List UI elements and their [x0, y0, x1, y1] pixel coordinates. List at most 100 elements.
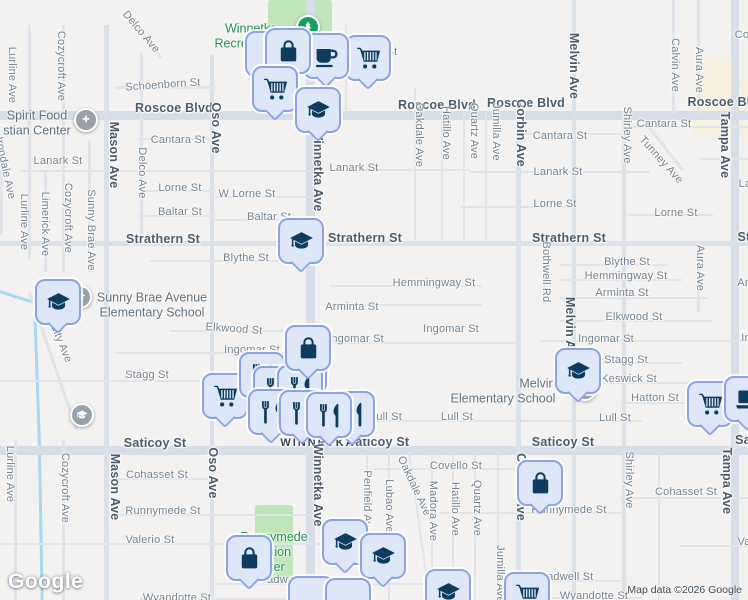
street-label: Saticoy St: [346, 435, 410, 449]
street-label: Aura Ave: [694, 244, 706, 292]
street-label: Schoenborn St: [124, 76, 202, 94]
google-logo[interactable]: Google: [8, 570, 84, 593]
street-label: Stagg St: [604, 354, 648, 366]
street-label: Covello St: [429, 460, 483, 472]
map-attribution: Map data ©2026 Google: [627, 584, 742, 596]
street-label: Delco Ave: [119, 8, 163, 56]
marker-shopping-bag[interactable]: [226, 535, 272, 591]
road: [215, 196, 310, 198]
street-label: Mason Ave: [107, 121, 121, 189]
street-label: Melvin Ave: [563, 296, 577, 364]
marker-generic[interactable]: [325, 578, 371, 600]
street-label: Sunny Brae Ave: [85, 189, 97, 271]
street-label: In: [741, 332, 748, 344]
road: [697, 242, 700, 312]
road: [628, 214, 713, 216]
road: [440, 512, 626, 514]
street-label: Cantara St: [532, 130, 588, 142]
street-label: Hatillo Ave: [449, 482, 461, 536]
street-label: Arminta St: [595, 287, 649, 299]
street-label: Arminta St: [325, 301, 379, 313]
marker-graduation-cap[interactable]: [425, 569, 471, 600]
street-label: Cantara St: [636, 118, 692, 130]
street-label: Cozycroft Ave: [62, 182, 74, 254]
street-label: Hatton St: [631, 392, 679, 404]
road: [0, 111, 748, 120]
road: [330, 169, 470, 171]
street-label: Lurline Ave: [4, 445, 16, 503]
street-label: W Lorne St: [218, 188, 276, 200]
road: [680, 545, 748, 547]
marker-restaurant[interactable]: [306, 392, 352, 448]
marker-shopping-bag[interactable]: [517, 460, 563, 516]
road: [306, 0, 315, 600]
street-label: Ingomar St: [423, 323, 479, 335]
street-label: Lurline Ave: [6, 46, 18, 104]
road: [620, 497, 748, 499]
street-label: Oso Ave: [206, 447, 220, 499]
road: [560, 264, 668, 266]
street-label: Cozycroft Ave: [59, 452, 71, 524]
marker-shopping-cart[interactable]: [504, 572, 550, 600]
marker-graduation-cap[interactable]: [360, 533, 406, 589]
marker-laptop[interactable]: [724, 376, 748, 432]
road: [700, 158, 748, 160]
marker-graduation-cap[interactable]: [35, 279, 81, 335]
street-label: Shirley Ave: [623, 451, 635, 509]
road: [20, 170, 310, 172]
marker-graduation-cap[interactable]: [555, 348, 601, 404]
road: [560, 382, 702, 384]
street-label: Stagg St: [125, 369, 169, 381]
street-label: Lull St: [599, 412, 631, 424]
marker-shopping-cart[interactable]: [252, 66, 298, 122]
road: [414, 88, 416, 242]
road: [330, 420, 642, 422]
place-of-worship-poi-icon[interactable]: [74, 108, 98, 136]
street-label: Jumilla Ave: [494, 545, 506, 600]
street-label: Shirley Ave: [621, 106, 633, 164]
street-label: Cantara St: [150, 134, 206, 146]
street-label: Baltar St: [247, 211, 291, 223]
road: [88, 140, 91, 272]
street-label: St: [386, 46, 398, 58]
street-label: Hatillo Ave: [440, 106, 452, 160]
road: [452, 452, 454, 600]
road: [520, 580, 628, 582]
road: [474, 452, 476, 600]
road: [210, 55, 214, 600]
street-label: Roscoe Blvd: [398, 98, 476, 112]
road: [560, 362, 682, 364]
street-label: Valerio St: [125, 534, 175, 546]
school-icon: [75, 408, 89, 422]
marker-shopping-bag[interactable]: [285, 325, 331, 381]
street-label: Lanark St: [329, 162, 379, 174]
street-label: Co: [734, 29, 748, 41]
road: [560, 297, 708, 299]
road: [110, 514, 310, 516]
street-label: Saticoy St: [531, 435, 595, 449]
road: [330, 342, 520, 344]
road: [0, 446, 748, 455]
school-poi-icon[interactable]: [70, 403, 94, 431]
road: [138, 190, 215, 192]
street-label: Lurline Ave: [18, 193, 30, 251]
marker-graduation-cap[interactable]: [278, 218, 324, 274]
street-label: Hemmingway St: [392, 277, 476, 289]
street-label: Bothwell Rd: [540, 241, 552, 303]
road: [520, 597, 642, 599]
road: [516, 110, 521, 600]
road: [0, 380, 330, 382]
road: [170, 330, 310, 332]
graduation-cap-icon: [434, 578, 463, 600]
street-label: Winnetka Ave: [311, 443, 325, 527]
road: [470, 171, 650, 173]
road: [622, 112, 626, 600]
marker-graduation-cap[interactable]: [295, 87, 341, 143]
road: [463, 112, 465, 242]
road: [540, 340, 748, 342]
road: [0, 140, 3, 235]
street-label: Lorne St: [654, 207, 698, 219]
marker-shopping-cart[interactable]: [345, 35, 391, 91]
